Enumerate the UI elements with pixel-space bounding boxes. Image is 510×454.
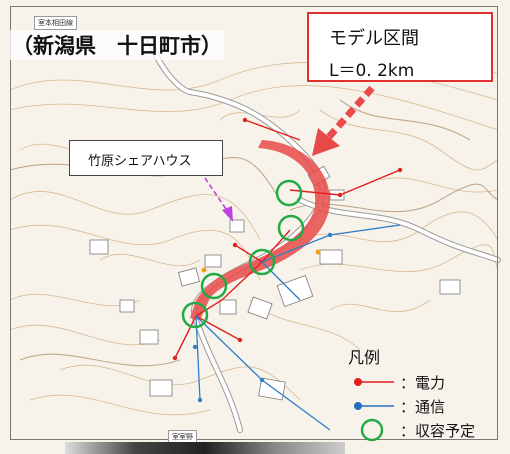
legend-item-label: ：電力 (400, 374, 446, 392)
model-section-box: モデル区間 L＝0. 2km (307, 12, 493, 82)
telecom-line-icon (354, 402, 394, 410)
legend: 凡例 ：電力 ：通信 ：収容予定 (340, 342, 500, 448)
accommodation-point-1 (275, 179, 303, 207)
legend-item-telecom: ：通信 (348, 396, 498, 416)
bottom-photo-strip (65, 442, 345, 454)
share-house-label: 竹原シェアハウス (88, 154, 192, 169)
model-section-title: モデル区間 (329, 28, 419, 49)
legend-item-power: ：電力 (348, 372, 498, 392)
legend-item-label: ：収容予定 (400, 422, 476, 440)
accommodation-point-2 (277, 214, 305, 242)
model-route-band (190, 140, 330, 320)
legend-title: 凡例 (348, 348, 381, 367)
buildings (89, 165, 461, 401)
accommodation-circles (181, 179, 305, 329)
map-small-label-top: 室本相田線 (34, 16, 77, 30)
share-house-box: 竹原シェアハウス (69, 140, 223, 176)
map-marker (201, 267, 207, 273)
model-section-length: L＝0. 2km (329, 61, 415, 81)
green-circle-icon (360, 418, 384, 442)
accommodation-point-3 (248, 248, 276, 276)
share-house-arrow (204, 177, 233, 222)
legend-item-label: ：通信 (400, 398, 446, 416)
region-title: （新潟県 十日町市） (10, 30, 224, 60)
legend-item-accommodation: ：収容予定 (348, 418, 498, 442)
model-section-arrow (312, 85, 375, 156)
power-poles (172, 117, 403, 361)
map-marker (315, 249, 321, 255)
accommodation-point-5 (181, 301, 209, 329)
accommodation-point-4 (200, 272, 228, 300)
power-line-icon (354, 378, 394, 386)
telecom-poles (192, 232, 333, 403)
